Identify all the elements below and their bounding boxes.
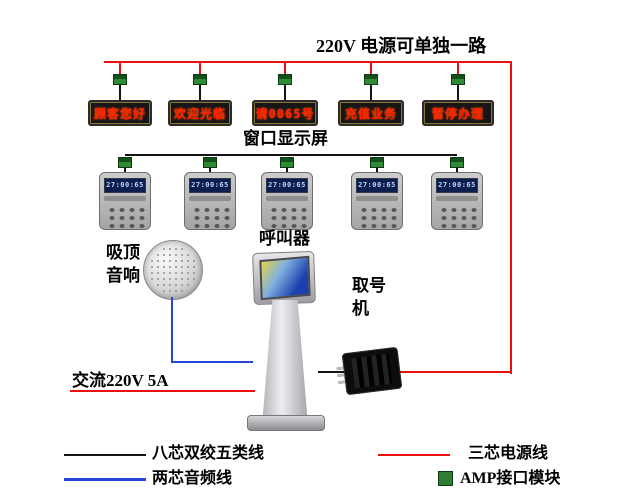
speaker-label-line1: 吸顶 — [106, 243, 140, 262]
legend-cat5-label: 八芯双绞五类线 — [152, 445, 265, 462]
amp-connector-icon — [364, 74, 378, 85]
speaker-label-line2: 音响 — [106, 266, 140, 285]
power-drop-line — [370, 61, 372, 74]
led-display-text: 暂停办理 — [431, 106, 484, 121]
led-display-text: 充值业务 — [344, 106, 397, 121]
terminal-keypad — [190, 204, 230, 230]
terminal-label-strip — [356, 196, 398, 201]
ac-power-label: 交流220V 5A — [72, 371, 169, 390]
call-terminal-caption: 呼叫器 — [259, 229, 310, 248]
amp-connector-icon — [278, 74, 292, 85]
display-lead-line — [199, 85, 201, 100]
ac-power-line — [70, 390, 255, 392]
terminal-lead-line — [376, 168, 378, 173]
led-display-text: 欢迎光临 — [173, 106, 226, 121]
kiosk-label-line1: 取号 — [352, 276, 386, 295]
kiosk-to-amp-line — [318, 371, 344, 373]
display-lead-line — [457, 85, 459, 100]
display-lead-line — [119, 85, 121, 100]
terminal-lead-line — [209, 168, 211, 173]
power-note-label: 220V 电源可单独一路 — [316, 36, 487, 56]
kiosk-body — [262, 300, 308, 418]
terminal-label-strip — [104, 196, 146, 201]
led-display: 欢迎光临 — [168, 100, 232, 126]
power-bus-line — [104, 61, 512, 63]
window-display-caption: 窗口显示屏 — [243, 129, 328, 148]
amp-connector-icon — [280, 157, 294, 168]
call-terminal: 27:00:65 — [261, 172, 313, 230]
terminal-screen: 27:00:65 — [356, 178, 398, 193]
amp-connector-icon — [193, 74, 207, 85]
call-terminal: 27:00:65 — [431, 172, 483, 230]
terminal-keypad — [437, 204, 477, 230]
terminal-screen: 27:00:65 — [189, 178, 231, 193]
kiosk-base — [247, 415, 325, 431]
audio-line-horizontal — [171, 361, 253, 363]
cat5-bus-line — [125, 154, 457, 156]
power-drop-line — [284, 61, 286, 74]
power-feed-vertical-line — [510, 61, 512, 374]
power-drop-line — [119, 61, 121, 74]
led-display: 充值业务 — [338, 100, 404, 126]
ceiling-speaker — [143, 240, 203, 300]
amp-connector-icon — [203, 157, 217, 168]
terminal-label-strip — [436, 196, 478, 201]
call-terminal: 27:00:65 — [184, 172, 236, 230]
kiosk-head — [252, 250, 316, 306]
led-display-text: 顾客您好 — [93, 106, 146, 121]
legend-power-label: 三芯电源线 — [468, 445, 549, 462]
legend-audio-label: 两芯音频线 — [152, 470, 233, 487]
amp-power-module — [341, 346, 403, 396]
terminal-screen: 27:00:65 — [266, 178, 308, 193]
terminal-lead-line — [286, 168, 288, 173]
call-terminal: 27:00:65 — [99, 172, 151, 230]
legend-cat5-line — [64, 454, 146, 456]
audio-line-vertical — [171, 297, 173, 363]
legend-amp-label: AMP接口模块 — [460, 470, 561, 487]
terminal-label-strip — [266, 196, 308, 201]
display-lead-line — [284, 85, 286, 100]
power-drop-line — [199, 61, 201, 74]
amp-connector-icon — [113, 74, 127, 85]
power-feed-to-amp-line — [400, 371, 512, 373]
led-display: 请0065号 — [252, 100, 318, 126]
kiosk-label-line2: 机 — [352, 299, 369, 318]
terminal-screen: 27:00:65 — [436, 178, 478, 193]
terminal-keypad — [357, 204, 397, 230]
amp-connector-icon — [451, 74, 465, 85]
legend-audio-line — [64, 478, 146, 481]
led-display: 顾客您好 — [88, 100, 152, 126]
legend-amp-square-icon — [438, 471, 453, 486]
amp-connector-icon — [450, 157, 464, 168]
display-lead-line — [370, 85, 372, 100]
power-drop-line — [457, 61, 459, 74]
amp-connector-icon — [118, 157, 132, 168]
terminal-lead-line — [124, 168, 126, 173]
amp-connector-icon — [370, 157, 384, 168]
terminal-lead-line — [456, 168, 458, 173]
terminal-screen: 27:00:65 — [104, 178, 146, 193]
legend-power-line — [378, 454, 450, 456]
led-display: 暂停办理 — [422, 100, 494, 126]
call-terminal: 27:00:65 — [351, 172, 403, 230]
terminal-keypad — [267, 204, 307, 230]
kiosk-screen — [259, 255, 311, 301]
terminal-keypad — [105, 204, 145, 230]
led-display-text: 请0065号 — [255, 106, 315, 121]
terminal-label-strip — [189, 196, 231, 201]
